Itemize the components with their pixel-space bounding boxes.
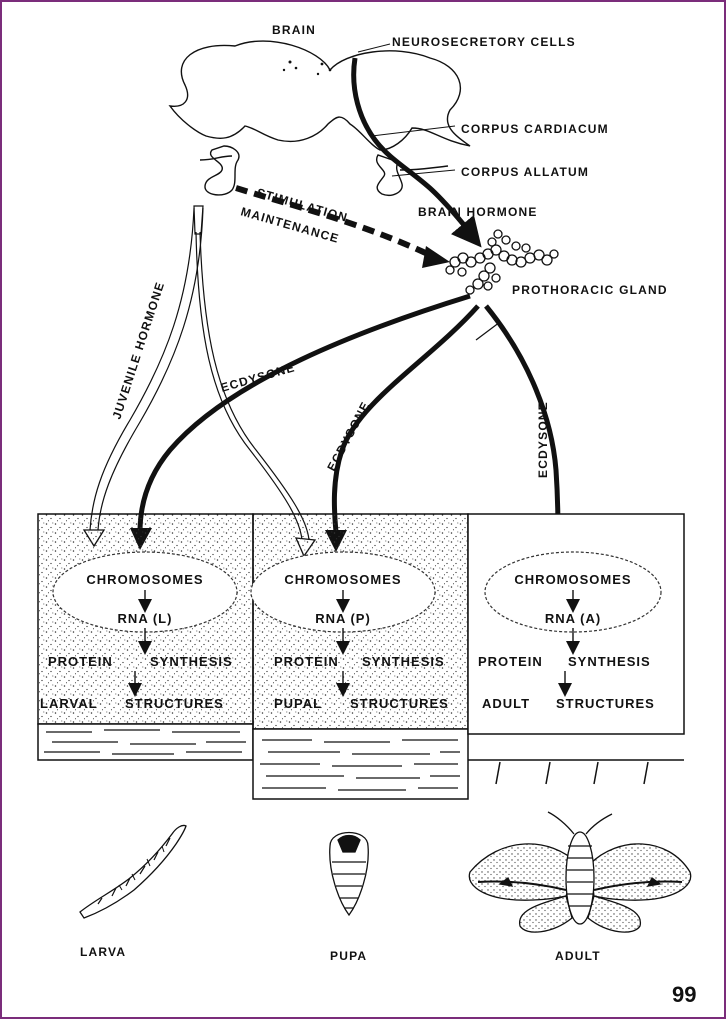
- ecdysone-blocked-mark: [476, 322, 500, 340]
- pupa-drawing: [330, 833, 369, 916]
- label-brain: BRAIN: [272, 23, 316, 37]
- label-ecdysone-left: ECDYSONE: [219, 360, 297, 395]
- label-pupa: PUPA: [330, 949, 367, 963]
- adult-scales: [496, 762, 648, 784]
- adult-rna: RNA (A): [545, 611, 601, 626]
- ecdysone-arrow-larval: [140, 296, 470, 532]
- label-ecdysone-right: ECDYSONE: [536, 401, 550, 478]
- pupal-structures-prefix: PUPAL: [274, 696, 322, 711]
- larval-structures: STRUCTURES: [125, 696, 224, 711]
- pupal-synthesis: SYNTHESIS: [362, 654, 445, 669]
- label-prothoracic-gland: PROTHORACIC GLAND: [512, 283, 668, 297]
- larval-chromosomes: CHROMOSOMES: [86, 572, 203, 587]
- pupal-chromosomes: CHROMOSOMES: [284, 572, 401, 587]
- pupal-protein: PROTEIN: [274, 654, 339, 669]
- page-number: 99: [672, 982, 696, 1007]
- adult-moth-drawing: [469, 812, 690, 932]
- pupal-rna: RNA (P): [315, 611, 371, 626]
- label-corpus-cardiacum: CORPUS CARDIACUM: [461, 122, 609, 136]
- larva-drawing: [80, 825, 186, 918]
- larval-rna: RNA (L): [118, 611, 173, 626]
- adult-structures-prefix: ADULT: [482, 696, 530, 711]
- pupal-structures: STRUCTURES: [350, 696, 449, 711]
- adult-synthesis: SYNTHESIS: [568, 654, 651, 669]
- label-larva: LARVA: [80, 945, 126, 959]
- stimulation-arrowhead: [422, 246, 450, 268]
- brain-drawing: [170, 41, 470, 195]
- larval-structures-prefix: LARVAL: [40, 696, 98, 711]
- adult-structures: STRUCTURES: [556, 696, 655, 711]
- adult-protein: PROTEIN: [478, 654, 543, 669]
- larval-protein: PROTEIN: [48, 654, 113, 669]
- label-juvenile-hormone: JUVENILE HORMONE: [110, 280, 168, 421]
- label-neurosecretory-cells: NEUROSECRETORY CELLS: [392, 35, 576, 49]
- label-ecdysone-middle: ECDYSONE: [324, 399, 372, 474]
- label-corpus-allatum: CORPUS ALLATUM: [461, 165, 589, 179]
- larval-synthesis: SYNTHESIS: [150, 654, 233, 669]
- adult-chromosomes: CHROMOSOMES: [514, 572, 631, 587]
- leader-allatum: [392, 170, 455, 176]
- label-adult: ADULT: [555, 949, 601, 963]
- label-brain-hormone: BRAIN HORMONE: [418, 205, 538, 219]
